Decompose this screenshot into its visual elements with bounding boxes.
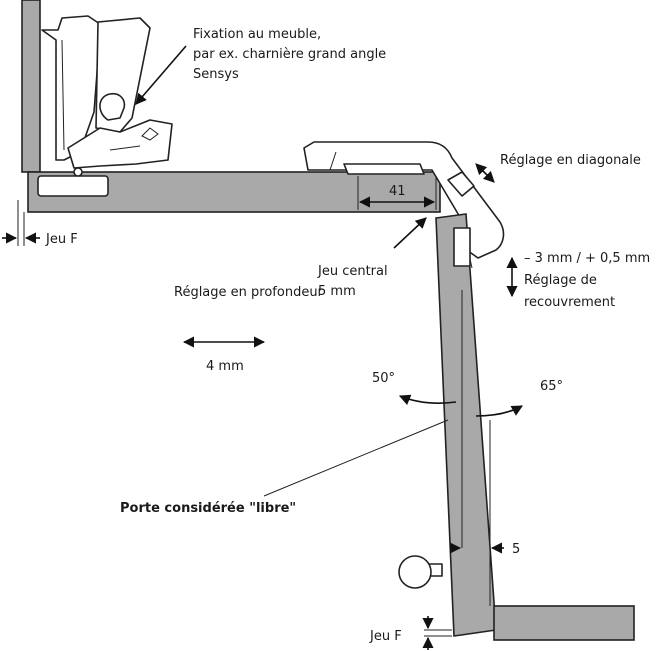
mounting-plate (37, 175, 109, 197)
fixation-leader (135, 45, 187, 105)
jeu-central-label-line1: Jeu central (317, 264, 388, 279)
angle-65-arc (475, 405, 523, 417)
porte-libre-label: Porte considérée "libre" (120, 501, 296, 516)
jeu-f-top-label: Jeu F (45, 232, 78, 247)
angle-65-label: 65° (540, 379, 563, 394)
profondeur-value-label: 4 mm (206, 359, 244, 374)
door-knob (398, 555, 443, 589)
diagonal-adjust-arrow (475, 163, 495, 183)
fixation-label-line1: Fixation au meuble, (193, 27, 321, 42)
angle-50-label: 50° (372, 371, 395, 386)
diagonal-label: Réglage en diagonale (500, 153, 641, 168)
jeu-f-bottom-label: Jeu F (369, 629, 402, 644)
profondeur-label: Réglage en profondeur (174, 285, 324, 300)
jeu-central-label-line2: 5 mm (318, 284, 356, 299)
bottom-shelf (493, 605, 635, 641)
recouvrement-label-line1: Réglage de (524, 273, 597, 288)
recouvrement-value-label: – 3 mm / + 0,5 mm (524, 251, 650, 266)
cabinet-side-wall (21, 0, 41, 173)
door-panel (435, 213, 497, 637)
jeu-central-leader (393, 217, 427, 249)
porte-libre-leader (263, 419, 449, 497)
jeu-f-top-dimension (2, 200, 40, 246)
jeu-f-bottom-dimension (422, 616, 452, 650)
fixation-label-line3: Sensys (193, 67, 239, 82)
angle-50-arc (398, 394, 457, 406)
dim-5-label: 5 (512, 542, 520, 557)
sensys-hinge-drawing (41, 15, 173, 177)
door-hinge-cup (453, 227, 471, 267)
dim-41-label: 41 (389, 184, 406, 199)
fixation-label-line2: par ex. charnière grand angle (193, 47, 386, 62)
dim-41-indicator (357, 176, 437, 210)
recouvrement-label-line2: recouvrement (524, 295, 615, 310)
